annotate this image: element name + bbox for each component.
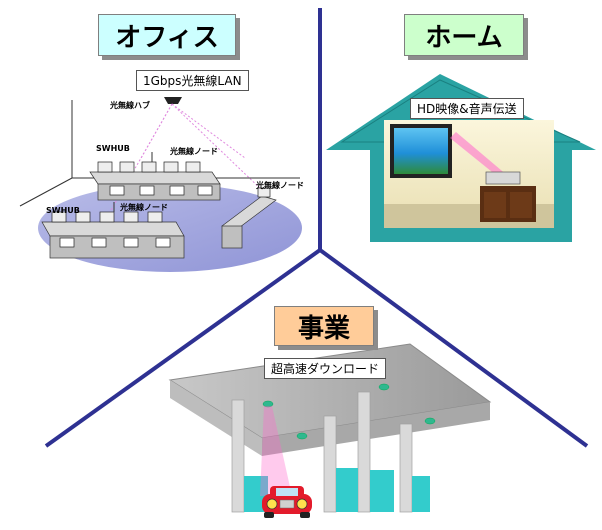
business-illustration (168, 343, 492, 518)
desk-standalone (221, 187, 277, 249)
node-label-right: 光無線ノード (256, 181, 304, 190)
optical-hub-label: 光無線ハブ (110, 101, 150, 110)
office-title: オフィス (98, 14, 236, 56)
av-player-icon (485, 171, 521, 185)
swhub-label-bottom: SWHUB (46, 206, 80, 215)
divider-right (318, 248, 589, 448)
swhub-label-top: SWHUB (96, 144, 130, 153)
divider-left (44, 248, 322, 448)
optical-hub-icon (164, 97, 182, 104)
office-caption: 1Gbps光無線LAN (136, 70, 249, 91)
business-caption: 超高速ダウンロード (264, 358, 387, 379)
node-label-bottom: 光無線ノード (120, 203, 168, 212)
node-label-top: 光無線ノード (170, 147, 218, 156)
home-illustration (326, 74, 596, 242)
section-dividers (44, 8, 589, 448)
car-icon (262, 486, 312, 518)
office-illustration (19, 97, 302, 272)
business-title: 事業 (274, 306, 374, 346)
desk-cluster-lower (41, 202, 185, 259)
desk-cluster-upper (89, 152, 221, 201)
home-title: ホーム (404, 14, 524, 56)
home-caption: HD映像&音声伝送 (410, 98, 524, 119)
